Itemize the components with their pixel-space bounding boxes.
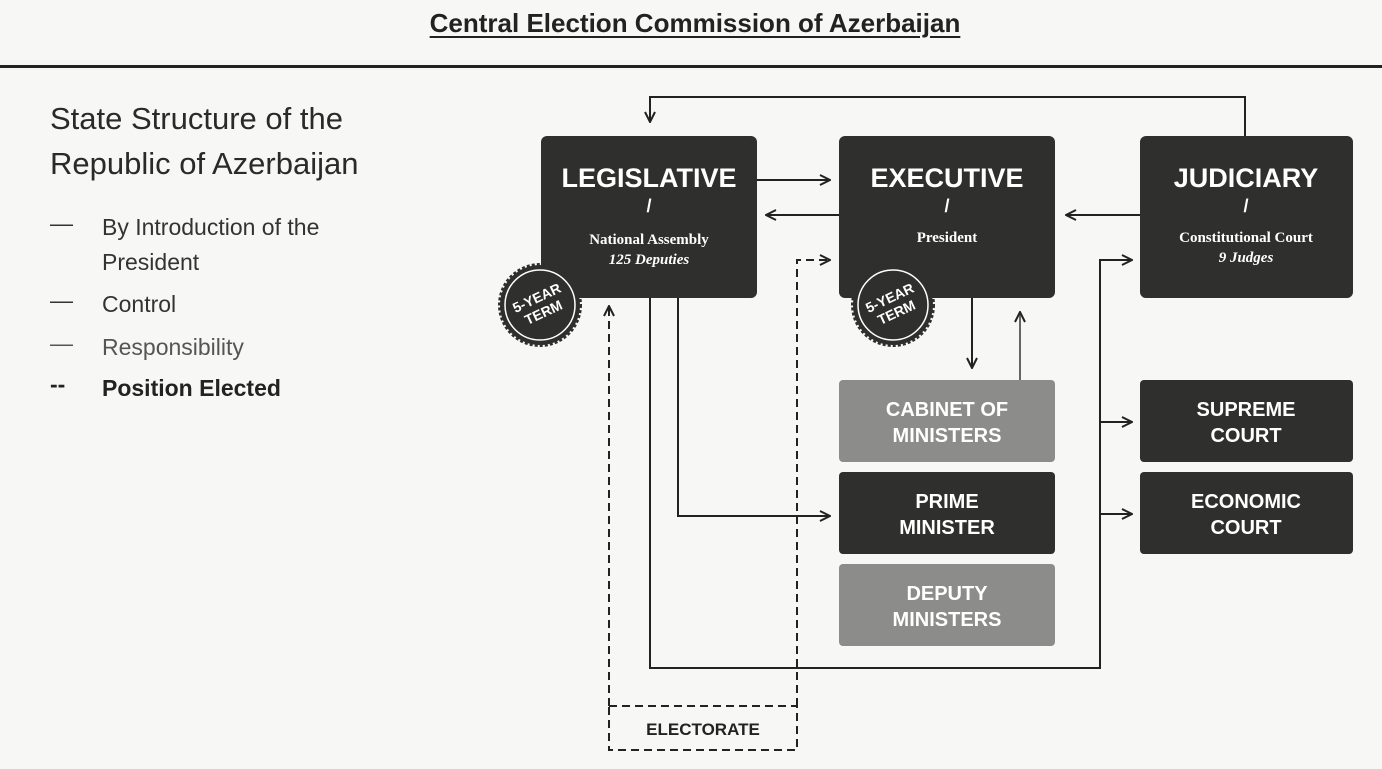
electorate-label: ELECTORATE <box>646 720 760 739</box>
legend-item-introduction: — By Introduction of the President <box>50 210 319 275</box>
legend-label: By Introduction of the <box>102 214 320 240</box>
box-label: COURT <box>1210 425 1281 447</box>
slash: / <box>1243 196 1248 216</box>
term-badge-executive: 5-YEAR TERM <box>851 263 935 347</box>
legend-item-control: — Control <box>50 287 176 317</box>
legislative-title: LEGISLATIVE <box>561 163 736 193</box>
arrow-legislative-to-judiciary <box>649 260 1132 669</box>
box-label: COURT <box>1210 517 1281 539</box>
legend-label: Control <box>102 291 177 317</box>
heading-line-1: State Structure of the <box>50 101 343 136</box>
executive-title: EXECUTIVE <box>870 163 1023 193</box>
connectors <box>609 96 1246 706</box>
arrow-legislative-to-prime-minister <box>677 298 830 516</box>
page-title: Central Election Commission of Azerbaija… <box>429 8 961 38</box>
cabinet-box: CABINET OF MINISTERS <box>839 380 1055 462</box>
legend-dash: — <box>50 287 73 313</box>
electorate-box: ELECTORATE <box>608 705 798 751</box>
judiciary-box: JUDICIARY / Constitutional Court 9 Judge… <box>1140 136 1353 298</box>
supreme-court-box: SUPREME COURT <box>1140 380 1353 462</box>
box-label: ECONOMIC <box>1191 491 1301 513</box>
legend-item-position-elected: -- Position Elected <box>50 371 281 401</box>
legislative-body: National Assembly <box>589 232 709 248</box>
judiciary-title: JUDICIARY <box>1174 163 1319 193</box>
executive-box: EXECUTIVE / President <box>839 136 1055 298</box>
deputy-ministers-box: DEPUTY MINISTERS <box>839 564 1055 646</box>
box-label: MINISTERS <box>893 609 1002 631</box>
box-label: PRIME <box>915 491 978 513</box>
legend-label: Position Elected <box>102 375 281 401</box>
legislative-detail: 125 Deputies <box>609 252 690 268</box>
box-label: SUPREME <box>1197 399 1296 421</box>
legend-label: President <box>102 249 200 275</box>
economic-court-box: ECONOMIC COURT <box>1140 472 1353 554</box>
legislative-box: LEGISLATIVE / National Assembly 125 Depu… <box>541 136 757 298</box>
legend-item-responsibility: — Responsibility <box>50 330 244 360</box>
judiciary-body: Constitutional Court <box>1179 230 1313 246</box>
executive-body: President <box>917 230 978 246</box>
legend-label: Responsibility <box>102 334 244 360</box>
divider <box>0 65 1382 68</box>
legend-dash: — <box>50 210 73 236</box>
term-badge-legislative: 5-YEAR TERM <box>498 263 582 347</box>
slash: / <box>646 196 651 216</box>
legend-heading: State Structure of the Republic of Azerb… <box>50 96 358 186</box>
heading-line-2: Republic of Azerbaijan <box>50 146 359 181</box>
slash: / <box>944 196 949 216</box>
box-label: CABINET OF <box>886 399 1008 421</box>
box-label: DEPUTY <box>906 583 988 605</box>
prime-minister-box: PRIME MINISTER <box>839 472 1055 554</box>
legend-dash: — <box>50 330 73 356</box>
dashed-arrow-electorate-to-executive <box>796 260 830 706</box>
legend-dash: -- <box>50 371 66 397</box>
box-label: MINISTERS <box>893 425 1002 447</box>
arrow-judiciary-to-legislative <box>650 96 1246 136</box>
box-label: MINISTER <box>899 517 995 539</box>
judiciary-detail: 9 Judges <box>1219 250 1274 266</box>
